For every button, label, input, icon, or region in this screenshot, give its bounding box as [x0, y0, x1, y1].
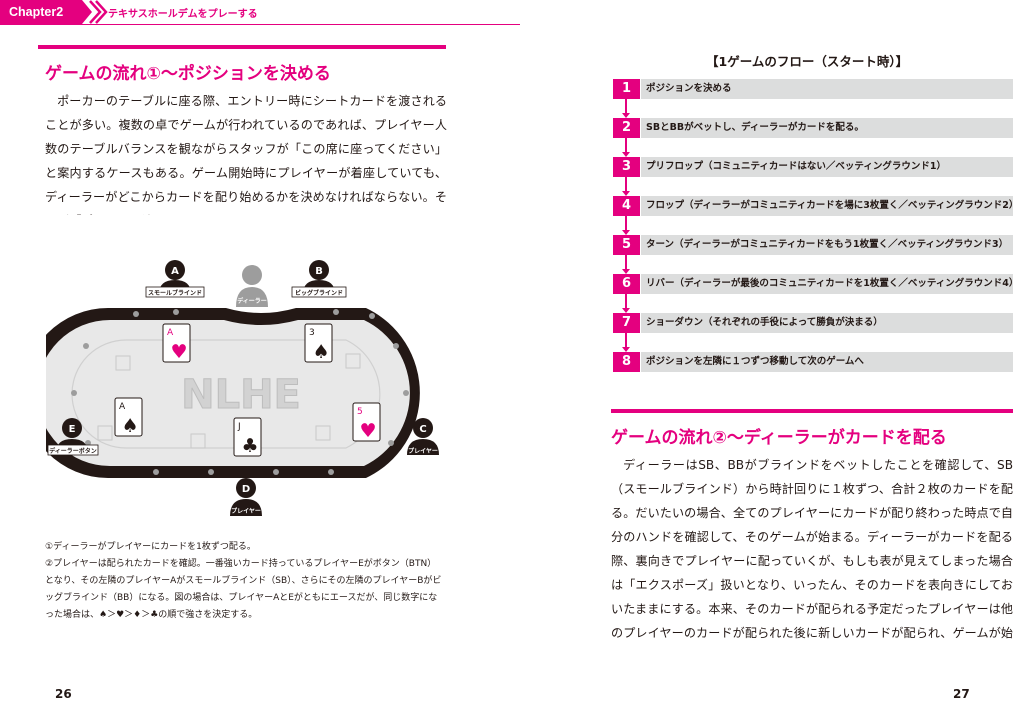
header-rule [0, 24, 520, 25]
chapter-label: Chapter2 [9, 5, 64, 19]
chevron-decoration-icon [89, 0, 108, 24]
flow-arrow-icon [622, 255, 630, 274]
flow-title: 【1ゲームのフロー（スタート時）】 [706, 54, 909, 69]
table-logo: NLHE [181, 372, 301, 418]
flow-step-text: SBとBBがベットし、ディーラーがカードを配る。 [641, 118, 1013, 138]
player-b-letter: B [315, 266, 323, 277]
flow-step-number: 7 [613, 313, 640, 333]
svg-text:♠: ♠ [121, 415, 138, 437]
flow-step-text: ポジションを決める [641, 79, 1013, 99]
flow-arrow-icon [622, 138, 630, 157]
flow-step-text: ポジションを左隣に１つずつ移動して次のゲームへ [641, 352, 1013, 372]
player-c: C プレイヤー [407, 418, 439, 455]
flow-step-6: 6 リバー（ディーラーが最後のコミュニティカードを1枚置く／ベッティングラウンド… [613, 274, 1013, 294]
player-a-label: スモールブラインド [148, 289, 202, 297]
right-section-title: ゲームの流れ②～ディーラーがカードを配る [611, 428, 947, 448]
player-a: A スモールブラインド [145, 260, 205, 298]
flow-step-text: フロップ（ディーラーがコミュニティカードを場に3枚置く／ベッティングラウンド2） [641, 196, 1013, 216]
dealer-label: ディーラー [237, 297, 267, 305]
flow-step-number: 3 [613, 157, 640, 177]
svg-text:♥: ♥ [359, 420, 376, 442]
svg-text:♠: ♠ [312, 341, 329, 363]
flow-arrow-icon [622, 177, 630, 196]
page-number-left: 26 [55, 687, 72, 701]
flow-step-5: 5 ターン（ディーラーがコミュニティカードをもう1枚置く／ベッティングラウンド3… [613, 235, 1013, 255]
flow-step-number: 1 [613, 79, 640, 99]
svg-text:♣: ♣ [241, 435, 258, 457]
flow-step-number: 6 [613, 274, 640, 294]
diagram-caption-2: ②プレイヤーは配られたカードを確認。一番強いカード持っているプレイヤーEがボタン… [45, 559, 442, 620]
flow-step-number: 5 [613, 235, 640, 255]
right-section-rule [611, 409, 1013, 413]
flow-arrow-icon [622, 294, 630, 313]
flow-step-number: 8 [613, 352, 640, 372]
player-a-letter: A [171, 266, 179, 277]
poker-table-diagram: NLHE ディーラー A スモールブラインド B ビッグブラインド C プレイヤ… [46, 260, 439, 516]
card-j-clubs: J ♣ [233, 417, 262, 457]
player-b-label: ビッグブラインド [295, 289, 343, 297]
flow-step-number: 4 [613, 196, 640, 216]
card-a-hearts: A ♥ [162, 323, 191, 363]
player-c-label: プレイヤー [408, 447, 438, 455]
svg-text:♥: ♥ [170, 341, 187, 363]
card-3-spades: 3 ♠ [304, 323, 333, 363]
dealer-figure: ディーラー [236, 265, 268, 307]
flow-step-7: 7 ショーダウン（それぞれの手役によって勝負が決まる） [613, 313, 1013, 333]
player-b: B ビッグブラインド [291, 260, 347, 298]
left-body-text: ポーカーのテーブルに座る際、エントリー時にシートカードを渡されることが多い。複数… [45, 94, 447, 215]
right-body-text: ディーラーはSB、BBがブラインドをベットしたことを確認して、SB（スモールブラ… [611, 458, 1013, 640]
flow-step-number: 2 [613, 118, 640, 138]
svg-text:J: J [237, 422, 241, 432]
player-d: D プレイヤー [230, 478, 262, 516]
svg-text:5: 5 [357, 407, 363, 417]
flow-step-text: ショーダウン（それぞれの手役によって勝負が決まる） [641, 313, 1013, 333]
flow-arrow-icon [622, 216, 630, 235]
flow-step-text: リバー（ディーラーが最後のコミュニティカードを1枚置く／ベッティングラウンド4） [641, 274, 1013, 294]
player-d-letter: D [242, 484, 250, 495]
svg-text:A: A [119, 402, 126, 412]
chapter-tab: Chapter2 [0, 0, 92, 24]
player-c-letter: C [419, 424, 426, 435]
card-5-hearts: 5 ♥ [352, 402, 381, 442]
player-e: E ディーラーボタン [47, 418, 99, 456]
flow-arrow-icon [622, 99, 630, 118]
left-section-title: ゲームの流れ①～ポジションを決める [45, 64, 331, 84]
flow-step-3: 3 プリフロップ（コミュニティカードはない／ベッティングラウンド1） [613, 157, 1013, 177]
card-a-spades: A ♠ [114, 397, 143, 437]
page-number-right: 27 [953, 687, 970, 701]
flow-step-8: 8 ポジションを左隣に１つずつ移動して次のゲームへ [613, 352, 1013, 372]
flow-step-text: ターン（ディーラーがコミュニティカードをもう1枚置く／ベッティングラウンド3） [641, 235, 1013, 255]
flow-step-2: 2 SBとBBがベットし、ディーラーがカードを配る。 [613, 118, 1013, 138]
flow-step-text: プリフロップ（コミュニティカードはない／ベッティングラウンド1） [641, 157, 1013, 177]
left-section-rule [38, 45, 446, 49]
svg-text:A: A [167, 328, 174, 338]
chapter-title: テキサスホールデムをプレーする [108, 9, 258, 20]
svg-text:3: 3 [309, 328, 315, 338]
flow-step-1: 1 ポジションを決める [613, 79, 1013, 99]
player-e-letter: E [69, 424, 76, 435]
flow-arrow-icon [622, 333, 630, 352]
diagram-caption-1: ①ディーラーがプレイヤーにカードを1枚ずつ配る。 [45, 542, 256, 552]
player-d-label: プレイヤー [231, 507, 261, 515]
flow-step-4: 4 フロップ（ディーラーがコミュニティカードを場に3枚置く／ベッティングラウンド… [613, 196, 1013, 216]
player-e-label: ディーラーボタン [49, 447, 97, 455]
